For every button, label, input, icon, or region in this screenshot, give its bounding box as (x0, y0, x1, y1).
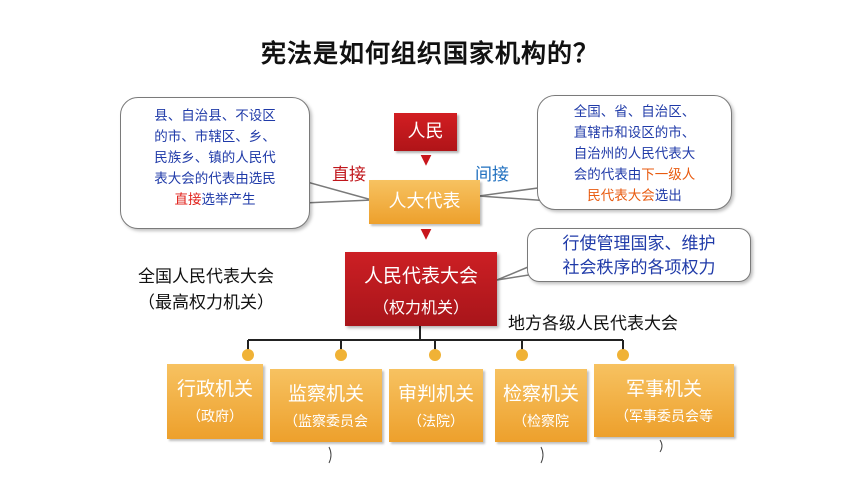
note-line: 直辖市和设区的市、 (573, 125, 696, 141)
connector-dot (429, 349, 441, 361)
npc-box: 人民代表大会 （权力机关） (345, 252, 497, 326)
note-line: 的市、市辖区、乡、 (154, 129, 276, 145)
note-line: 民族乡、镇的人民代 (154, 150, 276, 166)
note-line: 民代表大会选出 (538, 186, 731, 207)
chevron-down-icon: ▼ (420, 226, 432, 242)
organ-supervisory: 监察机关 （监察委员会 (270, 369, 382, 442)
organ-name: 军事机关 (625, 378, 702, 400)
national-npc-line: （最高权力机关） (138, 293, 274, 313)
highlight-text: 直接 (174, 192, 202, 208)
organ-military: 军事机关 （军事委员会等 (594, 364, 734, 437)
note-line: 全国、省、自治区、 (573, 104, 696, 120)
note-text: 选出 (654, 188, 682, 204)
organ-name: 审判机关 (397, 383, 474, 405)
deputies-box: 人大代表 (369, 180, 480, 224)
npc-title: 人民代表大会 (363, 265, 478, 287)
organ-name: 行政机关 (176, 378, 253, 400)
note-line: 直接选举产生 (121, 190, 309, 211)
note-line: 行使管理国家、维护 (562, 234, 716, 254)
note-text: 会的代表由 (573, 167, 642, 183)
organ-sub: （军事委员会等 (615, 409, 713, 425)
note-line: 县、自治县、不设区 (154, 108, 276, 124)
connector-dot (617, 349, 629, 361)
page-title: 宪法是如何组织国家机构的？ (260, 39, 599, 68)
organ-sub: （监察委员会 (284, 414, 368, 430)
direct-election-note: 县、自治县、不设区 的市、市辖区、乡、 民族乡、镇的人民代 表大会的代表由选民 … (120, 97, 310, 229)
organ-procuratorial: 检察机关 （检察院 (495, 369, 587, 442)
national-npc-label: 全国人民代表大会 （最高权力机关） (138, 264, 274, 316)
organ-judicial: 审判机关 （法院） (389, 369, 483, 442)
chevron-down-icon: ▼ (420, 152, 432, 168)
organ-name: 检察机关 (502, 383, 579, 405)
npc-subtitle: （权力机关） (372, 298, 469, 317)
connector-dot (516, 349, 528, 361)
organ-administrative: 行政机关 （政府） (167, 364, 263, 439)
indirect-election-note: 全国、省、自治区、 直辖市和设区的市、 自治州的人民代表大 会的代表由下一级人 … (537, 95, 732, 210)
highlight-text: 下一级人 (641, 167, 696, 183)
organ-sub: （法院） (408, 414, 464, 430)
direct-label: 直接 (332, 165, 366, 185)
national-npc-line: 全国人民代表大会 (138, 267, 274, 287)
organ-sub: （政府） (187, 409, 243, 425)
note-line: 会的代表由下一级人 (538, 165, 731, 186)
highlight-text: 民代表大会 (587, 188, 655, 204)
note-line: 表大会的代表由选民 (154, 171, 276, 187)
local-npc-label: 地方各级人民代表大会 (508, 314, 678, 334)
indirect-label: 间接 (475, 165, 509, 185)
organ-name: 监察机关 (287, 383, 364, 405)
power-description-note: 行使管理国家、维护 社会秩序的各项权力 (527, 228, 751, 282)
organ-sub: （检察院 (513, 414, 569, 430)
connector-dot (242, 349, 254, 361)
note-line: 自治州的人民代表大 (573, 146, 696, 162)
people-box: 人民 (394, 113, 457, 151)
connector-dot (335, 349, 347, 361)
note-text: 选举产生 (201, 192, 256, 208)
note-line: 社会秩序的各项权力 (562, 258, 716, 278)
